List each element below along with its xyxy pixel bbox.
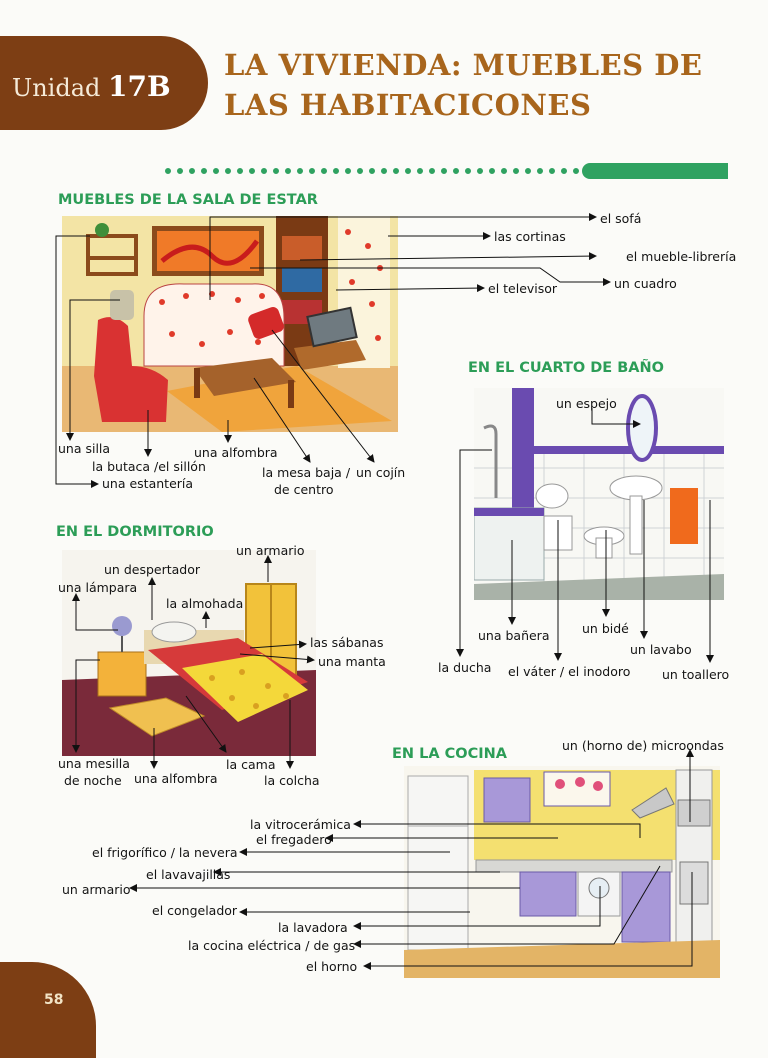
label-cojin: un cojín (356, 465, 406, 480)
label-butaca: la butaca /el sillón (92, 459, 206, 474)
bathroom-illustration (474, 388, 724, 600)
unit-label: Unidad 17B (12, 70, 171, 103)
label-mueble-libreria: el mueble-librería (626, 249, 737, 264)
label-estanteria: una estantería (102, 476, 194, 491)
leader-lines (55, 213, 714, 970)
label-sofa: el sofá (600, 211, 642, 226)
section-heading-dormitorio: EN EL DORMITORIO (56, 524, 214, 540)
label-espejo: un espejo (556, 396, 617, 411)
label-alfombra-sala: una alfombra (194, 445, 278, 460)
label-sabanas: las sábanas (310, 635, 384, 650)
label-bide: un bidé (582, 621, 629, 636)
green-bar (582, 163, 728, 179)
label-cortinas: las cortinas (494, 229, 566, 244)
label-lampara: una lámpara (58, 580, 138, 595)
page-number: 58 (44, 992, 64, 1008)
label-vater: el váter / el inodoro (508, 664, 631, 679)
label-frigorifico: el frigorífico / la nevera (92, 845, 238, 860)
label-ducha: la ducha (438, 660, 492, 675)
label-vitroceramica: la vitrocerámica (250, 817, 351, 832)
label-mesilla: una mesilla (58, 756, 130, 771)
label-mesa-baja-2: de centro (274, 482, 334, 497)
label-mesilla-2: de noche (64, 773, 122, 788)
label-cama: la cama (226, 757, 276, 772)
label-cocina-electrica: la cocina eléctrica / de gas (188, 938, 356, 953)
dotted-rule (165, 168, 581, 174)
label-fregadero: el fregadero (256, 832, 332, 847)
label-horno: el horno (306, 959, 358, 974)
page-title-line2: LAS HABITACICONES (224, 88, 592, 122)
label-cuadro: un cuadro (614, 276, 677, 291)
label-silla: una silla (58, 441, 111, 456)
section-heading-cocina: EN LA COCINA (392, 746, 507, 762)
label-almohada: la almohada (166, 596, 244, 611)
label-alfombra-dorm: una alfombra (134, 771, 218, 786)
label-lavadora: la lavadora (278, 920, 348, 935)
label-lavavajillas: el lavavajillas (146, 867, 231, 882)
label-congelador: el congelador (152, 903, 238, 918)
label-mesa-baja: la mesa baja / (262, 465, 351, 480)
unit-tab (0, 36, 208, 130)
section-heading-bano: EN EL CUARTO DE BAÑO (468, 360, 664, 376)
label-banera: una bañera (478, 628, 550, 643)
label-televisor: el televisor (488, 281, 558, 296)
label-despertador: un despertador (104, 562, 201, 577)
kitchen-illustration (404, 766, 720, 978)
label-microondas: un (horno de) microondas (562, 738, 724, 753)
label-toallero: un toallero (662, 667, 730, 682)
label-manta: una manta (318, 654, 386, 669)
bedroom-illustration (62, 550, 316, 756)
label-armario-cocina: un armario (62, 882, 131, 897)
page-title-line1: LA VIVIENDA: MUEBLES DE (224, 48, 703, 82)
section-heading-sala: MUEBLES DE LA SALA DE ESTAR (58, 192, 318, 208)
label-lavabo: un lavabo (630, 642, 692, 657)
label-colcha: la colcha (264, 773, 320, 788)
unit-number: 17B (108, 70, 171, 103)
label-armario-dorm: un armario (236, 543, 305, 558)
